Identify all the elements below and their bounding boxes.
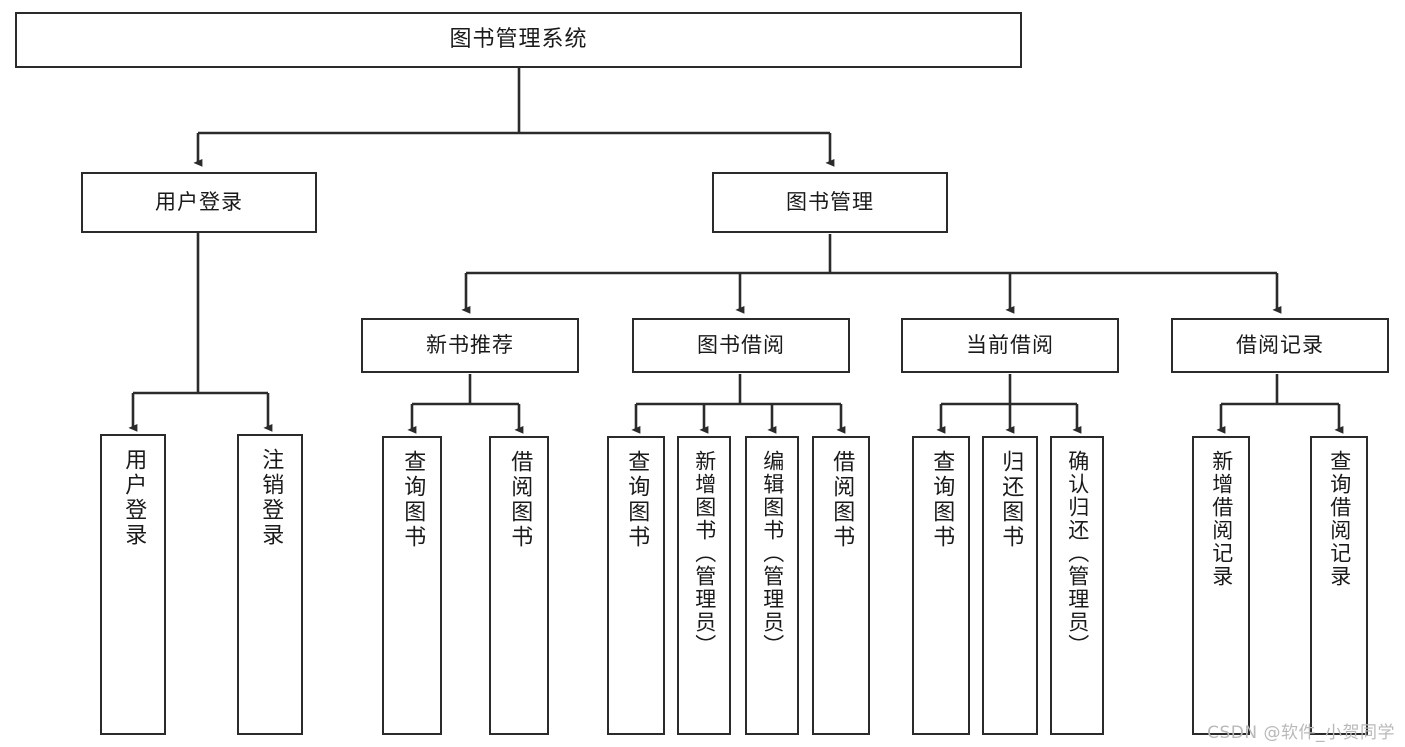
node-user-login[interactable]: 用户登录 [81, 172, 317, 233]
node-borrow-records[interactable]: 借阅记录 [1171, 318, 1389, 373]
node-label: 图书管理 [786, 190, 874, 215]
node-book-management[interactable]: 图书管理 [712, 172, 948, 233]
node-leaf-query-borrow-record[interactable]: 查询借阅记录 [1310, 436, 1368, 735]
node-label: 借阅图书 [829, 450, 855, 550]
node-label: 编辑图书（管理员） [760, 450, 785, 657]
node-leaf-add-borrow-record[interactable]: 新增借阅记录 [1192, 436, 1250, 735]
node-label: 查询图书 [624, 450, 650, 550]
node-label: 借阅记录 [1236, 333, 1324, 358]
node-new-book-recommend[interactable]: 新书推荐 [361, 318, 579, 373]
node-label: 当前借阅 [966, 333, 1054, 358]
node-label: 注销登录 [258, 448, 284, 548]
csdn-watermark: CSDN @软件_小贺同学 [1207, 723, 1395, 743]
node-current-borrow[interactable]: 当前借阅 [901, 318, 1119, 373]
node-label: 用户登录 [155, 190, 243, 215]
node-label: 查询图书 [400, 450, 426, 550]
node-book-borrow[interactable]: 图书借阅 [632, 318, 850, 373]
node-leaf-return-book[interactable]: 归还图书 [982, 436, 1038, 735]
node-label: 用户登录 [121, 448, 147, 548]
node-leaf-borrow-book[interactable]: 借阅图书 [812, 436, 870, 735]
node-label: 新增借阅记录 [1209, 450, 1234, 588]
node-label: 图书借阅 [697, 333, 785, 358]
node-leaf-logout[interactable]: 注销登录 [237, 434, 303, 735]
node-label: 借阅图书 [507, 450, 533, 550]
node-label: 查询借阅记录 [1327, 450, 1352, 588]
node-label: 图书管理系统 [449, 27, 588, 53]
node-leaf-borrow-book-recommend[interactable]: 借阅图书 [489, 436, 549, 735]
node-root-book-management-system[interactable]: 图书管理系统 [15, 12, 1022, 68]
node-label: 新增图书（管理员） [692, 450, 717, 657]
node-leaf-query-book-recommend[interactable]: 查询图书 [382, 436, 442, 735]
node-label: 查询图书 [929, 450, 955, 550]
node-leaf-confirm-return-admin[interactable]: 确认归还（管理员） [1050, 436, 1104, 735]
node-leaf-query-book-borrow[interactable]: 查询图书 [607, 436, 665, 735]
node-label: 确认归还（管理员） [1065, 450, 1090, 657]
node-leaf-add-book-admin[interactable]: 新增图书（管理员） [677, 436, 731, 735]
node-label: 新书推荐 [426, 333, 514, 358]
node-label: 归还图书 [998, 450, 1024, 550]
node-leaf-user-login[interactable]: 用户登录 [100, 434, 166, 735]
node-leaf-query-book-current[interactable]: 查询图书 [912, 436, 970, 735]
node-leaf-edit-book-admin[interactable]: 编辑图书（管理员） [745, 436, 799, 735]
